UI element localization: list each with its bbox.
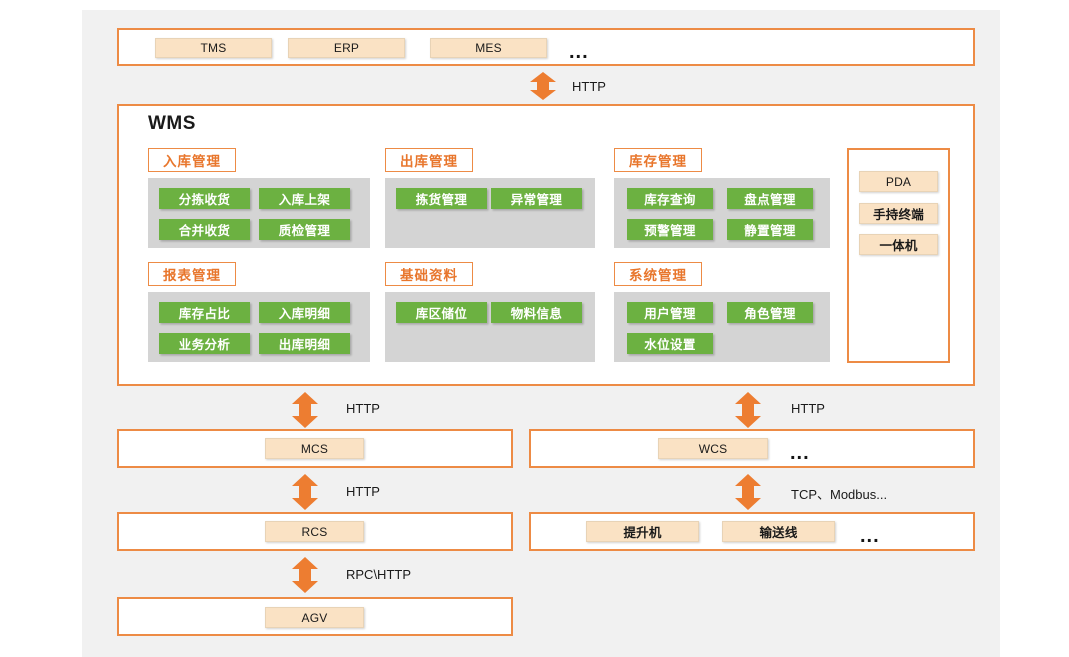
equipment-chip-lifter[interactable]: 提升机 xyxy=(586,521,699,542)
module-button-exception[interactable]: 异常管理 xyxy=(491,188,582,209)
section-label-outbound[interactable]: 出库管理 xyxy=(385,148,473,172)
connector-label-http-mcs: HTTP xyxy=(346,401,380,416)
rcs-chip[interactable]: RCS xyxy=(265,521,364,542)
wcs-chip[interactable]: WCS xyxy=(658,438,768,459)
system-chip-erp[interactable]: ERP xyxy=(288,38,405,58)
wcs-ellipsis: ... xyxy=(790,442,810,464)
section-label-system[interactable]: 系统管理 xyxy=(614,262,702,286)
section-label-report[interactable]: 报表管理 xyxy=(148,262,236,286)
connector-arrow-http-top xyxy=(528,72,558,100)
connector-label-http-rcs: HTTP xyxy=(346,484,380,499)
wms-title: WMS xyxy=(148,113,196,134)
system-chip-mes[interactable]: MES xyxy=(430,38,547,58)
section-label-inbound[interactable]: 入库管理 xyxy=(148,148,236,172)
connector-arrow-rpc-http xyxy=(290,557,320,593)
agv-chip[interactable]: AGV xyxy=(265,607,364,628)
device-chip-allinone[interactable]: 一体机 xyxy=(859,234,938,255)
module-button-stocktaking[interactable]: 盘点管理 xyxy=(727,188,813,209)
connector-arrow-tcp-modbus xyxy=(733,474,763,510)
module-button-quality-inspection[interactable]: 质检管理 xyxy=(259,219,350,240)
module-button-inbound-detail[interactable]: 入库明细 xyxy=(259,302,350,323)
module-button-sorting-receipt[interactable]: 分拣收货 xyxy=(159,188,250,209)
module-button-storage-location[interactable]: 库区储位 xyxy=(396,302,487,323)
connector-arrow-http-wcs xyxy=(733,392,763,428)
device-chip-handheld[interactable]: 手持终端 xyxy=(859,203,938,224)
module-button-inventory-ratio[interactable]: 库存占比 xyxy=(159,302,250,323)
section-label-basic-data[interactable]: 基础资料 xyxy=(385,262,473,286)
top-systems-ellipsis: ... xyxy=(569,41,589,63)
section-label-inventory[interactable]: 库存管理 xyxy=(614,148,702,172)
connector-label-http-wcs: HTTP xyxy=(791,401,825,416)
equipment-ellipsis: ... xyxy=(860,525,880,547)
module-button-inventory-query[interactable]: 库存查询 xyxy=(627,188,713,209)
connector-arrow-http-rcs xyxy=(290,474,320,510)
mcs-chip[interactable]: MCS xyxy=(265,438,364,459)
equipment-chip-conveyor[interactable]: 输送线 xyxy=(722,521,835,542)
module-button-user-management[interactable]: 用户管理 xyxy=(627,302,713,323)
module-button-picking[interactable]: 拣货管理 xyxy=(396,188,487,209)
module-button-outbound-detail[interactable]: 出库明细 xyxy=(259,333,350,354)
module-button-alert[interactable]: 预警管理 xyxy=(627,219,713,240)
device-chip-pda[interactable]: PDA xyxy=(859,171,938,192)
system-chip-tms[interactable]: TMS xyxy=(155,38,272,58)
connector-label-rpc-http: RPC\HTTP xyxy=(346,567,411,582)
module-button-standing[interactable]: 静置管理 xyxy=(727,219,813,240)
module-button-inbound-putaway[interactable]: 入库上架 xyxy=(259,188,350,209)
rcs-band xyxy=(117,512,513,551)
module-button-business-analysis[interactable]: 业务分析 xyxy=(159,333,250,354)
module-button-water-level-setting[interactable]: 水位设置 xyxy=(627,333,713,354)
connector-label-tcp-modbus: TCP、Modbus... xyxy=(791,487,888,502)
connector-label-http-top: HTTP xyxy=(572,79,606,94)
module-button-role-management[interactable]: 角色管理 xyxy=(727,302,813,323)
module-button-merge-receipt[interactable]: 合并收货 xyxy=(159,219,250,240)
module-button-material-info[interactable]: 物料信息 xyxy=(491,302,582,323)
connector-arrow-http-mcs xyxy=(290,392,320,428)
